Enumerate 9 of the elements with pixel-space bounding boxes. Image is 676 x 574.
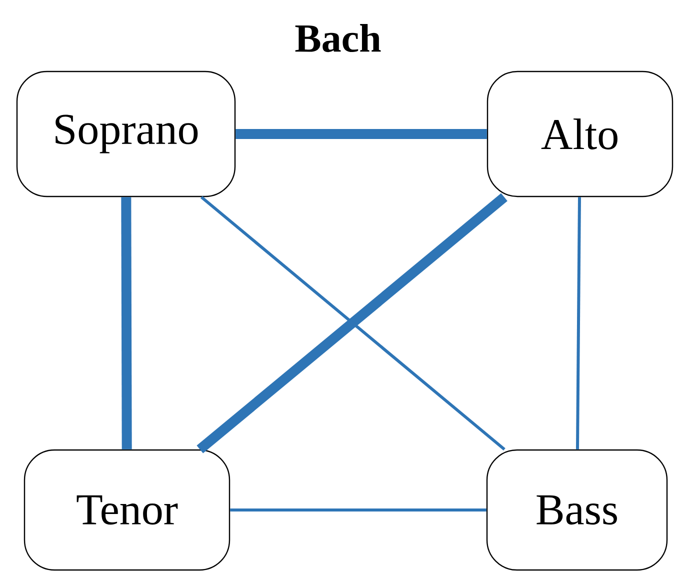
connector-line bbox=[576, 197, 581, 450]
rounded-box: Tenor bbox=[24, 449, 230, 571]
connector-line bbox=[236, 129, 487, 139]
connector-line bbox=[121, 197, 132, 450]
connector-line bbox=[230, 508, 486, 512]
title: Bach bbox=[295, 24, 381, 52]
rounded-box: Soprano bbox=[16, 70, 236, 198]
rounded-box: Alto bbox=[486, 70, 674, 198]
rounded-box: Bass bbox=[486, 449, 668, 571]
